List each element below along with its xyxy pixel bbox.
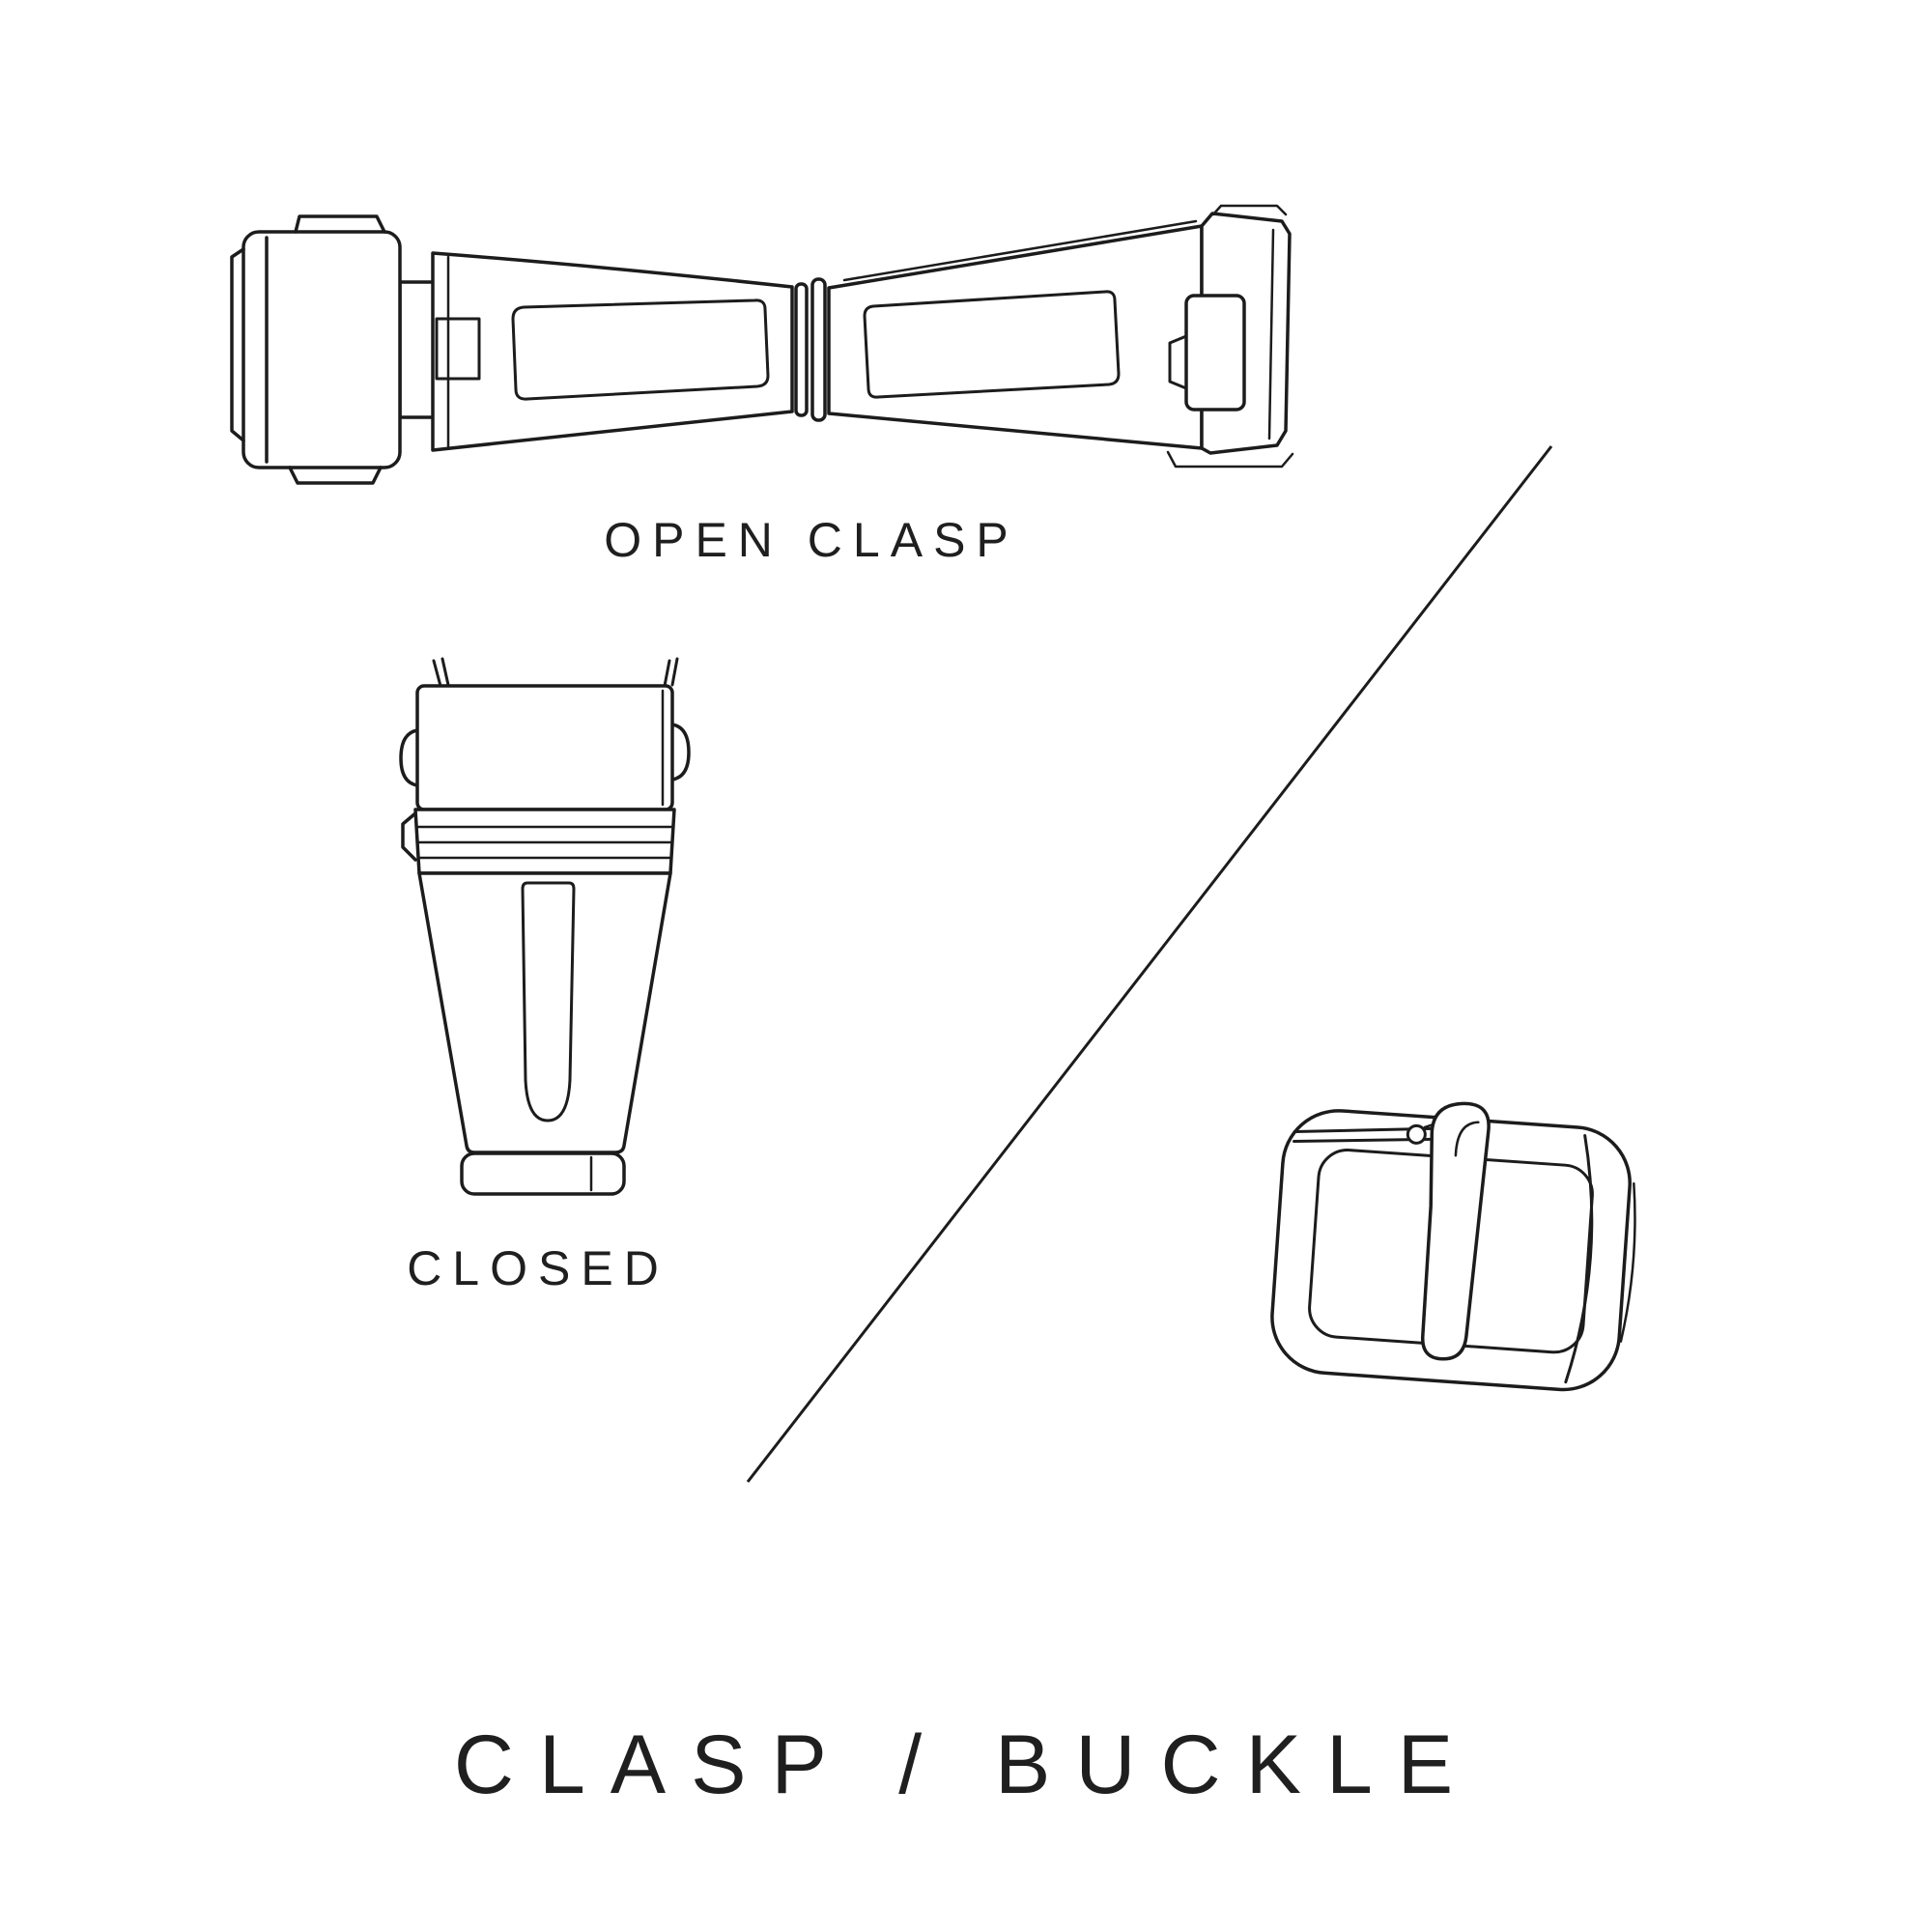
page-title: CLASP / BUCKLE bbox=[453, 1719, 1479, 1811]
closed-clasp-label: CLOSED bbox=[407, 1241, 669, 1295]
diagonal-divider-line bbox=[746, 445, 1553, 1483]
open-clasp-label: OPEN CLASP bbox=[604, 513, 1019, 567]
closed-clasp-illustration bbox=[399, 657, 691, 1196]
buckle-illustration bbox=[1270, 1101, 1636, 1392]
open-clasp-illustration bbox=[230, 204, 1294, 485]
